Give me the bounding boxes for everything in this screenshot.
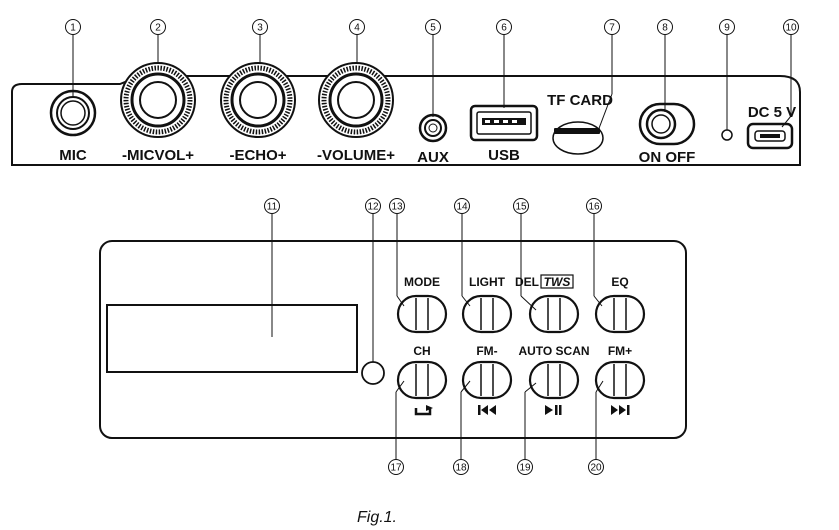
svg-text:1: 1 <box>70 23 76 34</box>
bottom-panel <box>99 240 687 439</box>
next-track-icon <box>611 405 630 415</box>
callout-1: 1 <box>65 19 81 35</box>
callout-12: 12 <box>365 198 381 214</box>
callout-13: 13 <box>389 198 405 214</box>
usb-port <box>469 104 539 142</box>
svg-text:12: 12 <box>367 202 379 213</box>
callout-7: 7 <box>604 19 620 35</box>
callout-19: 19 <box>517 459 533 475</box>
svg-text:16: 16 <box>588 202 600 213</box>
auto-scan-button[interactable] <box>528 360 580 400</box>
ch-button[interactable] <box>396 360 448 400</box>
callout-15: 15 <box>513 198 529 214</box>
dc-label: DC 5 V <box>748 104 796 121</box>
callout-2: 2 <box>150 19 166 35</box>
svg-text:14: 14 <box>456 202 468 213</box>
tf-card-slot <box>552 121 604 155</box>
callout-3: 3 <box>252 19 268 35</box>
power-switch[interactable] <box>638 102 696 146</box>
repeat-icon <box>414 405 433 416</box>
leader-lines <box>72 34 792 460</box>
volume-label: -VOLUME+ <box>317 147 395 164</box>
callout-17: 17 <box>388 459 404 475</box>
svg-text:17: 17 <box>390 463 402 474</box>
aux-jack <box>418 113 448 143</box>
echo-label: -ECHO+ <box>229 147 286 164</box>
auto-scan-label: AUTO SCAN <box>518 344 589 358</box>
svg-text:4: 4 <box>354 23 360 34</box>
mic-jack <box>49 89 97 137</box>
svg-text:7: 7 <box>609 23 615 34</box>
callout-16: 16 <box>586 198 602 214</box>
svg-text:10: 10 <box>785 23 797 34</box>
play-pause-icon <box>545 405 562 415</box>
micvol-label: -MICVOL+ <box>122 147 194 164</box>
callout-18: 18 <box>453 459 469 475</box>
fm-minus-label: FM- <box>476 344 497 358</box>
svg-text:13: 13 <box>391 202 403 213</box>
volume-knob[interactable] <box>318 62 394 138</box>
svg-text:20: 20 <box>590 463 602 474</box>
led-indicator <box>721 129 733 141</box>
light-label: LIGHT <box>469 275 506 289</box>
fm-plus-button[interactable] <box>594 360 646 400</box>
callout-11: 11 <box>264 198 280 214</box>
callout-14: 14 <box>454 198 470 214</box>
aux-label: AUX <box>417 149 449 166</box>
svg-text:18: 18 <box>455 463 467 474</box>
callout-9: 9 <box>719 19 735 35</box>
svg-text:5: 5 <box>430 23 436 34</box>
tws-box <box>540 274 574 289</box>
svg-text:3: 3 <box>257 23 263 34</box>
dc-port <box>746 122 794 150</box>
svg-text:6: 6 <box>501 23 507 34</box>
echo-knob[interactable] <box>220 62 296 138</box>
callout-5: 5 <box>425 19 441 35</box>
mode-label: MODE <box>404 275 440 289</box>
svg-text:11: 11 <box>267 202 278 213</box>
light-button[interactable] <box>461 294 513 334</box>
eq-button[interactable] <box>594 294 646 334</box>
del-tws-button[interactable] <box>528 294 580 334</box>
del-label: DEL <box>515 275 539 289</box>
callout-20: 20 <box>588 459 604 475</box>
display-window <box>106 304 358 373</box>
fm-plus-label: FM+ <box>608 344 632 358</box>
callout-4: 4 <box>349 19 365 35</box>
svg-text:8: 8 <box>662 23 668 34</box>
mic-label: MIC <box>59 147 87 164</box>
micvol-knob[interactable] <box>120 62 196 138</box>
callout-10: 10 <box>783 19 799 35</box>
tws-label: TWS <box>544 275 571 289</box>
tf-card-label: TF CARD <box>547 92 613 109</box>
eq-label: EQ <box>611 275 628 289</box>
previous-track-icon <box>478 405 496 415</box>
usb-label: USB <box>488 147 520 164</box>
callout-6: 6 <box>496 19 512 35</box>
ir-sensor <box>361 361 385 385</box>
callout-8: 8 <box>657 19 673 35</box>
on-off-label: ON OFF <box>639 149 696 166</box>
mode-button[interactable] <box>396 294 448 334</box>
svg-text:15: 15 <box>515 202 527 213</box>
svg-text:19: 19 <box>519 463 531 474</box>
figure-caption: Fig.1. <box>357 509 397 526</box>
svg-text:9: 9 <box>724 23 730 34</box>
svg-text:2: 2 <box>155 23 161 34</box>
fm-minus-button[interactable] <box>461 360 513 400</box>
ch-label: CH <box>413 344 430 358</box>
